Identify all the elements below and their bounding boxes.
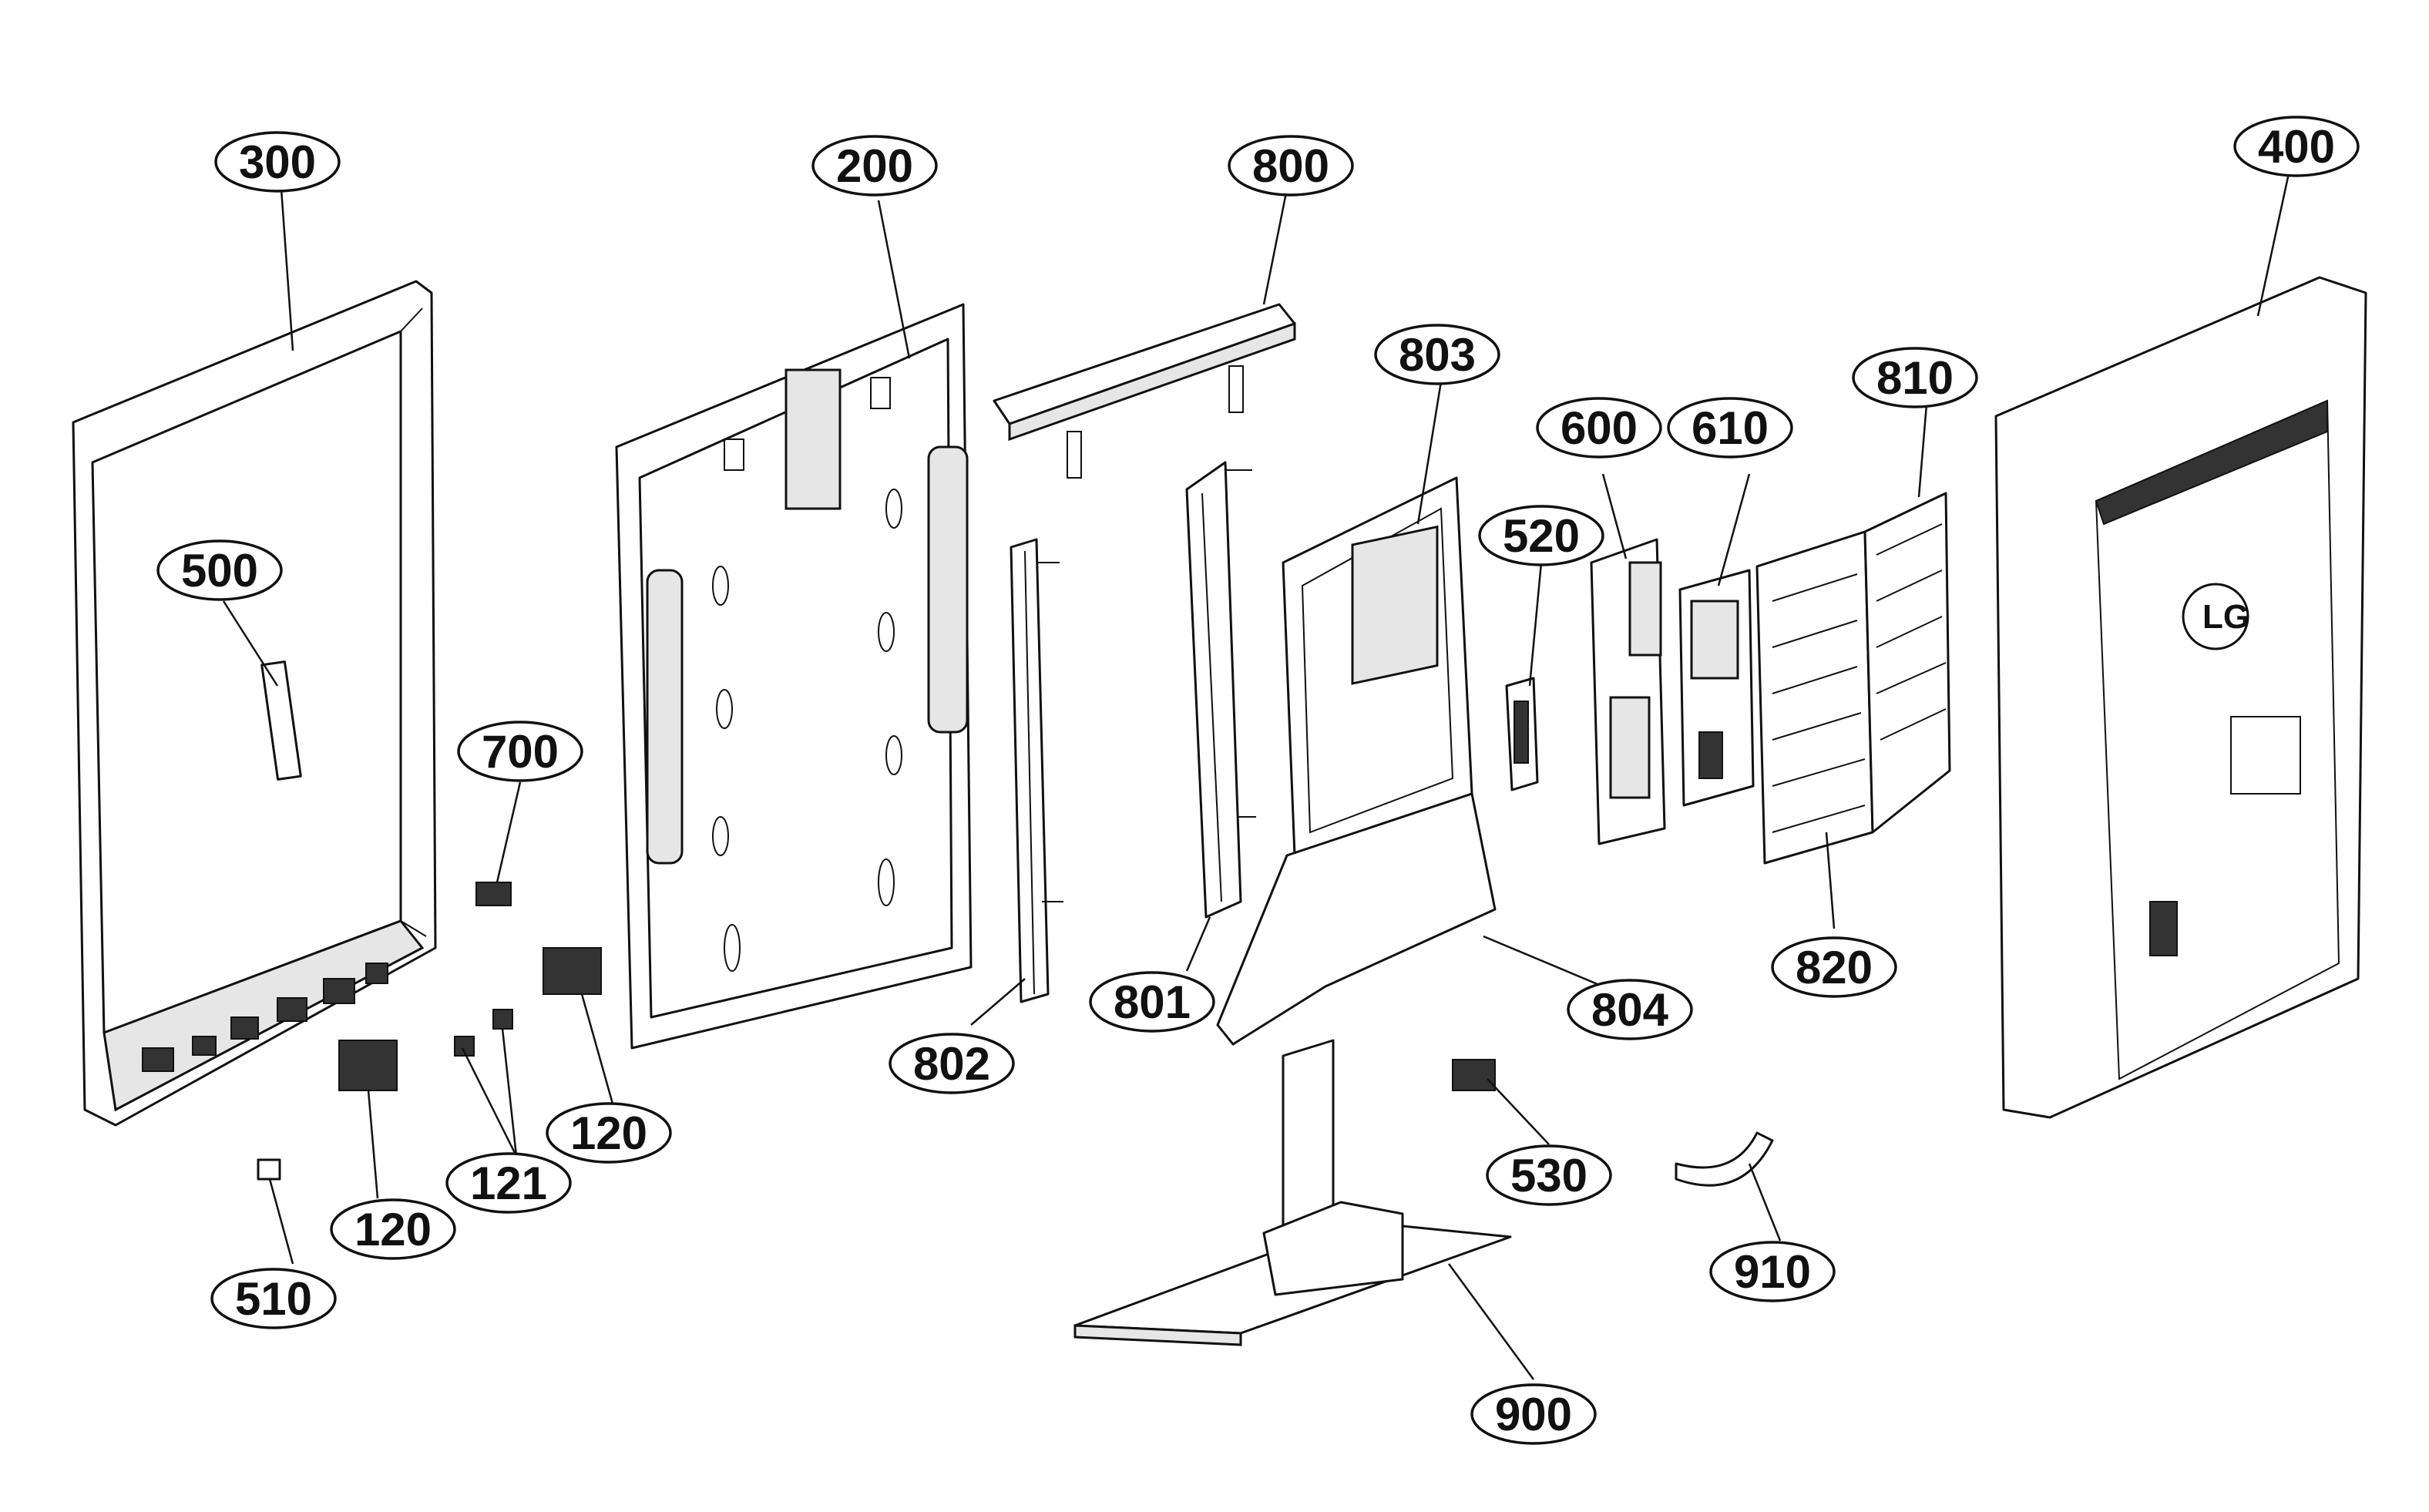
callout-700-label: 700 bbox=[482, 726, 559, 778]
lg-logo: LG bbox=[2182, 583, 2249, 650]
callout-801: 801 bbox=[1089, 971, 1215, 1033]
callout-120-left: 120 bbox=[330, 1198, 456, 1260]
callout-520-label: 520 bbox=[1503, 510, 1580, 562]
part-300-front-bezel bbox=[72, 280, 437, 1127]
callout-802: 802 bbox=[889, 1033, 1015, 1094]
part-120-speaker-left bbox=[338, 1040, 398, 1091]
callout-510: 510 bbox=[210, 1268, 337, 1329]
callout-600-label: 600 bbox=[1561, 402, 1638, 454]
logo-text: LG bbox=[2202, 598, 2249, 636]
callout-820: 820 bbox=[1771, 936, 1897, 998]
callout-500-label: 500 bbox=[181, 545, 258, 596]
part-804-stand-bracket bbox=[1216, 525, 1497, 1046]
callout-121-label: 121 bbox=[470, 1158, 547, 1209]
part-810-board-shield bbox=[1863, 492, 1951, 834]
part-800-top-bracket bbox=[993, 303, 1296, 479]
callout-802-label: 802 bbox=[913, 1038, 990, 1090]
callout-530-label: 530 bbox=[1510, 1150, 1587, 1201]
part-802-left-bracket bbox=[1010, 538, 1063, 1003]
callout-120-right-label: 120 bbox=[570, 1107, 647, 1159]
part-900-stand bbox=[1073, 1039, 1512, 1346]
callout-800: 800 bbox=[1228, 135, 1354, 197]
callout-520: 520 bbox=[1478, 505, 1604, 566]
callout-610-label: 610 bbox=[1692, 402, 1769, 454]
callout-900: 900 bbox=[1470, 1383, 1597, 1445]
callout-400-label: 400 bbox=[2258, 121, 2335, 173]
callout-900-label: 900 bbox=[1495, 1389, 1572, 1440]
callout-500: 500 bbox=[156, 539, 283, 601]
callout-700: 700 bbox=[457, 721, 583, 782]
part-120-speaker-right bbox=[543, 947, 602, 995]
callout-610: 610 bbox=[1667, 397, 1793, 459]
callout-803-label: 803 bbox=[1399, 329, 1476, 381]
part-820-board-shield bbox=[1755, 530, 1874, 865]
part-610-main-board bbox=[1678, 569, 1755, 807]
part-520-module bbox=[1505, 677, 1539, 791]
callout-800-label: 800 bbox=[1252, 140, 1329, 192]
callout-120-left-label: 120 bbox=[354, 1204, 432, 1255]
callout-510-label: 510 bbox=[235, 1273, 312, 1325]
callout-121: 121 bbox=[445, 1152, 572, 1214]
part-600-power-board bbox=[1590, 538, 1666, 845]
callout-804: 804 bbox=[1567, 979, 1693, 1040]
callout-804-label: 804 bbox=[1591, 984, 1669, 1036]
part-700-component bbox=[475, 882, 512, 906]
part-530-clip bbox=[1452, 1059, 1496, 1091]
part-500-keypad bbox=[260, 660, 302, 781]
callout-530: 530 bbox=[1486, 1144, 1612, 1206]
callout-120-right: 120 bbox=[546, 1102, 672, 1164]
callout-300: 300 bbox=[214, 131, 341, 193]
part-801-right-bracket bbox=[1185, 461, 1256, 919]
callout-910: 910 bbox=[1709, 1241, 1836, 1302]
part-200-panel-frame bbox=[615, 303, 973, 1050]
callout-200-label: 200 bbox=[836, 140, 913, 192]
callout-803: 803 bbox=[1374, 324, 1500, 385]
callout-810: 810 bbox=[1852, 347, 1978, 408]
callout-810-label: 810 bbox=[1876, 352, 1954, 404]
callout-801-label: 801 bbox=[1114, 976, 1191, 1028]
callout-400: 400 bbox=[2233, 116, 2360, 177]
callout-820-label: 820 bbox=[1796, 942, 1873, 993]
leader-lines bbox=[222, 173, 2290, 1380]
callout-200: 200 bbox=[811, 135, 938, 197]
part-910-cable-cover bbox=[1675, 1131, 1774, 1187]
callout-300-label: 300 bbox=[239, 136, 316, 188]
part-510-clip bbox=[257, 1158, 281, 1181]
callout-910-label: 910 bbox=[1734, 1246, 1811, 1298]
part-400-back-cover: LG bbox=[1994, 276, 2367, 1119]
callout-600: 600 bbox=[1536, 397, 1662, 459]
